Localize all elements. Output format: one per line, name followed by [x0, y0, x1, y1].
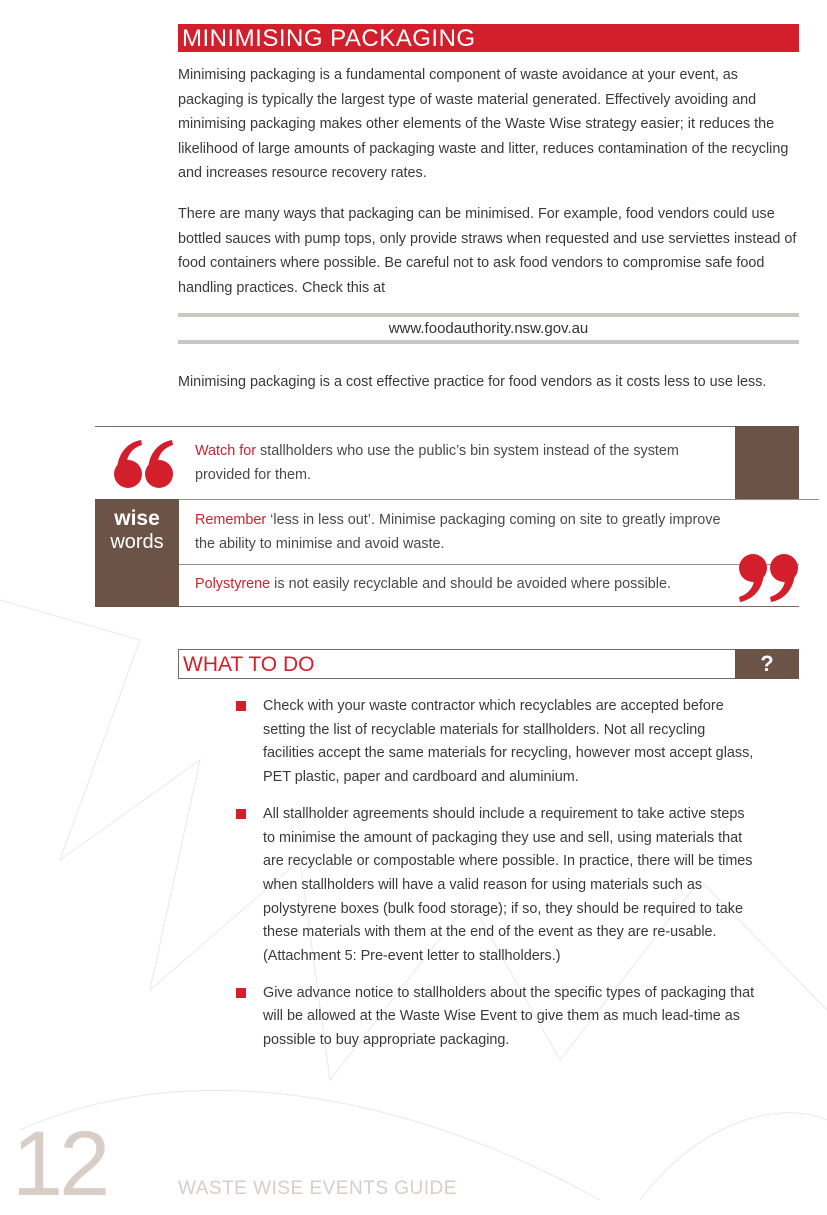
wise-label-bottom: words: [110, 531, 164, 553]
ways-paragraph: There are many ways that packaging can b…: [178, 206, 797, 296]
guide-title: WASTE WISE EVENTS GUIDE: [178, 1178, 457, 1199]
divider: [179, 499, 819, 500]
divider: [179, 564, 799, 565]
question-icon: ?: [735, 649, 799, 679]
what-to-do-list: Check with your waste contractor which r…: [236, 695, 756, 1066]
list-item: All stallholder agreements should includ…: [236, 803, 756, 969]
wise-words-box: wise words Watch for stallholders who us…: [95, 426, 819, 607]
tip-watch-for: Watch for stallholders who use the publi…: [195, 443, 679, 483]
bullet-square-icon: [236, 808, 246, 819]
tip-remember: Remember ‘less in less out’. Minimise pa…: [195, 512, 721, 552]
intro-paragraph: Minimising packaging is a fundamental co…: [178, 67, 789, 181]
page-number: 12: [12, 1113, 110, 1215]
list-item: Give advance notice to stallholders abou…: [236, 982, 756, 1053]
bullet-square-icon: [236, 701, 246, 711]
food-authority-link[interactable]: www.foodauthority.nsw.gov.au: [178, 313, 799, 344]
corner-block: [735, 426, 799, 499]
tip-polystyrene: Polystyrene is not easily recyclable and…: [195, 576, 671, 592]
divider: [95, 426, 735, 427]
what-to-do-header: WHAT TO DO ?: [178, 649, 799, 679]
list-item: Check with your waste contractor which r…: [236, 695, 756, 790]
divider: [179, 606, 799, 607]
wise-words-panel: [95, 499, 179, 607]
cost-paragraph: Minimising packaging is a cost effective…: [178, 374, 767, 390]
close-quote-icon: [739, 554, 798, 602]
wise-words-label: wise words: [95, 508, 179, 554]
wise-label-top: wise: [114, 507, 160, 530]
what-to-do-title: WHAT TO DO: [183, 653, 315, 676]
open-quote-icon: [114, 440, 173, 488]
section-title: MINIMISING PACKAGING: [178, 24, 799, 52]
bullet-square-icon: [236, 987, 246, 998]
